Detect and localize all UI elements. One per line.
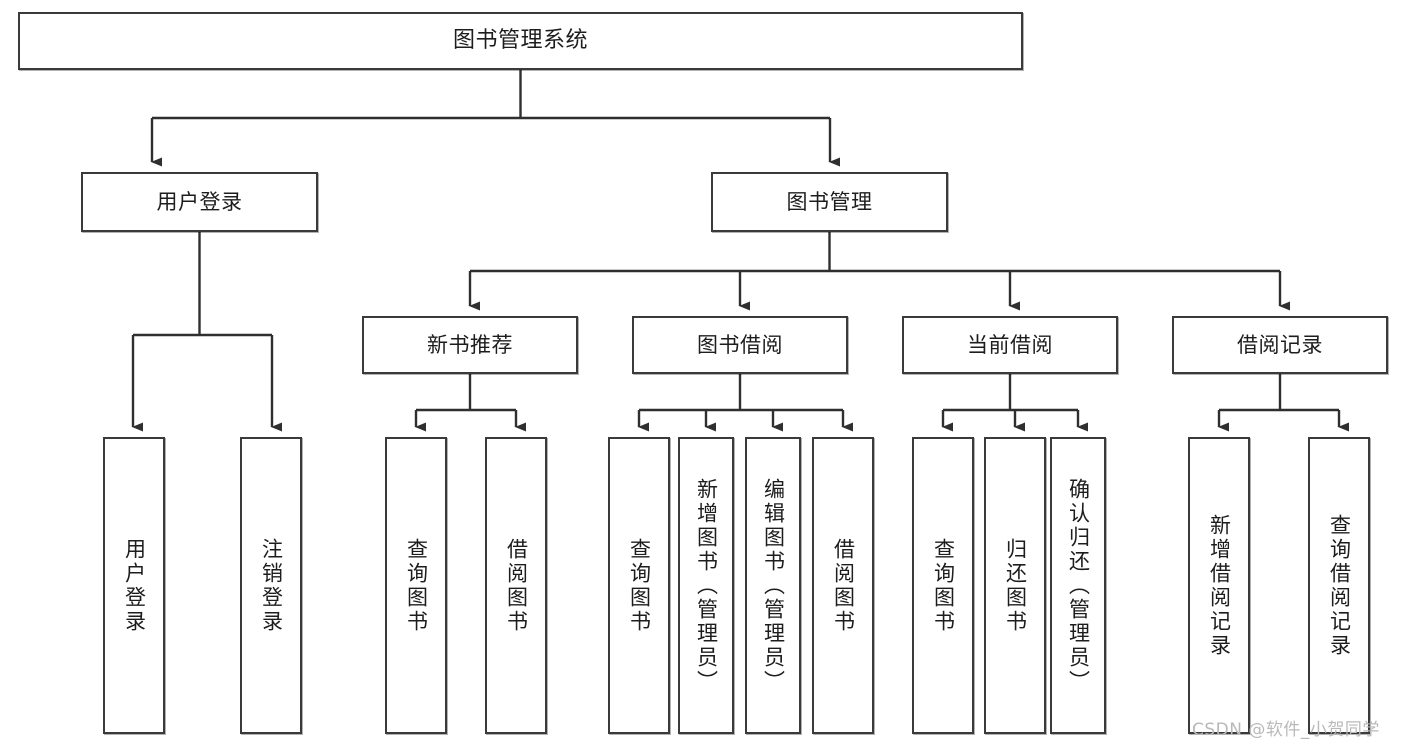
node-label: 用户登录: [122, 537, 147, 634]
node-new-book-recommend[interactable]: 新书推荐: [362, 316, 578, 374]
node-leaf-query-borrow-record[interactable]: 查询借阅记录: [1308, 437, 1370, 734]
edges-bookborrow-to-leaves: [637, 374, 853, 432]
node-label: 图书管理: [786, 189, 873, 214]
node-label: 借阅图书: [504, 537, 529, 634]
edges-borrowrecord-to-leaves: [1217, 374, 1349, 432]
node-label: 查询借阅记录: [1327, 513, 1352, 658]
edges-bookmanage-to-level3: [468, 232, 1290, 311]
edges-newbookrec-to-leaves: [414, 374, 526, 432]
node-leaf-add-borrow-record[interactable]: 新增借阅记录: [1188, 437, 1250, 734]
node-book-borrow[interactable]: 图书借阅: [632, 316, 848, 374]
node-label: 新增图书（管理员）: [694, 477, 719, 694]
node-label: 图书借阅: [697, 332, 783, 357]
edges-root-to-level2: [150, 70, 840, 167]
node-user-login[interactable]: 用户登录: [81, 172, 318, 232]
node-book-management[interactable]: 图书管理: [711, 172, 948, 232]
csdn-watermark: CSDN @软件_小贺同学: [1192, 720, 1380, 740]
node-book-management-system[interactable]: 图书管理系统: [18, 12, 1023, 70]
edges-currentborrow-to-leaves: [941, 374, 1088, 432]
node-label: 查询图书: [404, 537, 429, 634]
node-leaf-logout[interactable]: 注销登录: [240, 437, 302, 734]
node-label: 当前借阅: [967, 332, 1053, 357]
node-label: 查询图书: [627, 537, 652, 634]
node-leaf-user-login[interactable]: 用户登录: [103, 437, 165, 734]
node-label: 查询图书: [931, 537, 956, 634]
node-leaf-query-book-recommend[interactable]: 查询图书: [385, 437, 447, 734]
node-leaf-add-book-admin[interactable]: 新增图书（管理员）: [678, 437, 734, 734]
node-borrow-record[interactable]: 借阅记录: [1172, 316, 1388, 374]
node-leaf-return-book[interactable]: 归还图书: [984, 437, 1046, 734]
edges-userlogin-to-leaves: [131, 232, 282, 432]
node-leaf-query-book-current[interactable]: 查询图书: [912, 437, 974, 734]
node-label: 借阅记录: [1237, 332, 1323, 357]
node-leaf-edit-book-admin[interactable]: 编辑图书（管理员）: [745, 437, 801, 734]
node-label: 编辑图书（管理员）: [761, 477, 786, 694]
node-label: 图书管理系统: [452, 28, 588, 53]
node-leaf-borrow-book-recommend[interactable]: 借阅图书: [485, 437, 547, 734]
node-label: 借阅图书: [831, 537, 856, 634]
node-leaf-query-book-borrow[interactable]: 查询图书: [608, 437, 670, 734]
node-label: 新书推荐: [427, 332, 513, 357]
node-label: 新增借阅记录: [1207, 513, 1232, 658]
node-label: 用户登录: [156, 189, 243, 214]
node-label: 确认归还（管理员）: [1066, 477, 1091, 694]
node-current-borrow[interactable]: 当前借阅: [902, 316, 1118, 374]
node-leaf-confirm-return-admin[interactable]: 确认归还（管理员）: [1050, 437, 1106, 734]
node-leaf-borrow-book[interactable]: 借阅图书: [812, 437, 874, 734]
node-label: 注销登录: [259, 537, 284, 634]
node-label: 归还图书: [1003, 537, 1028, 634]
